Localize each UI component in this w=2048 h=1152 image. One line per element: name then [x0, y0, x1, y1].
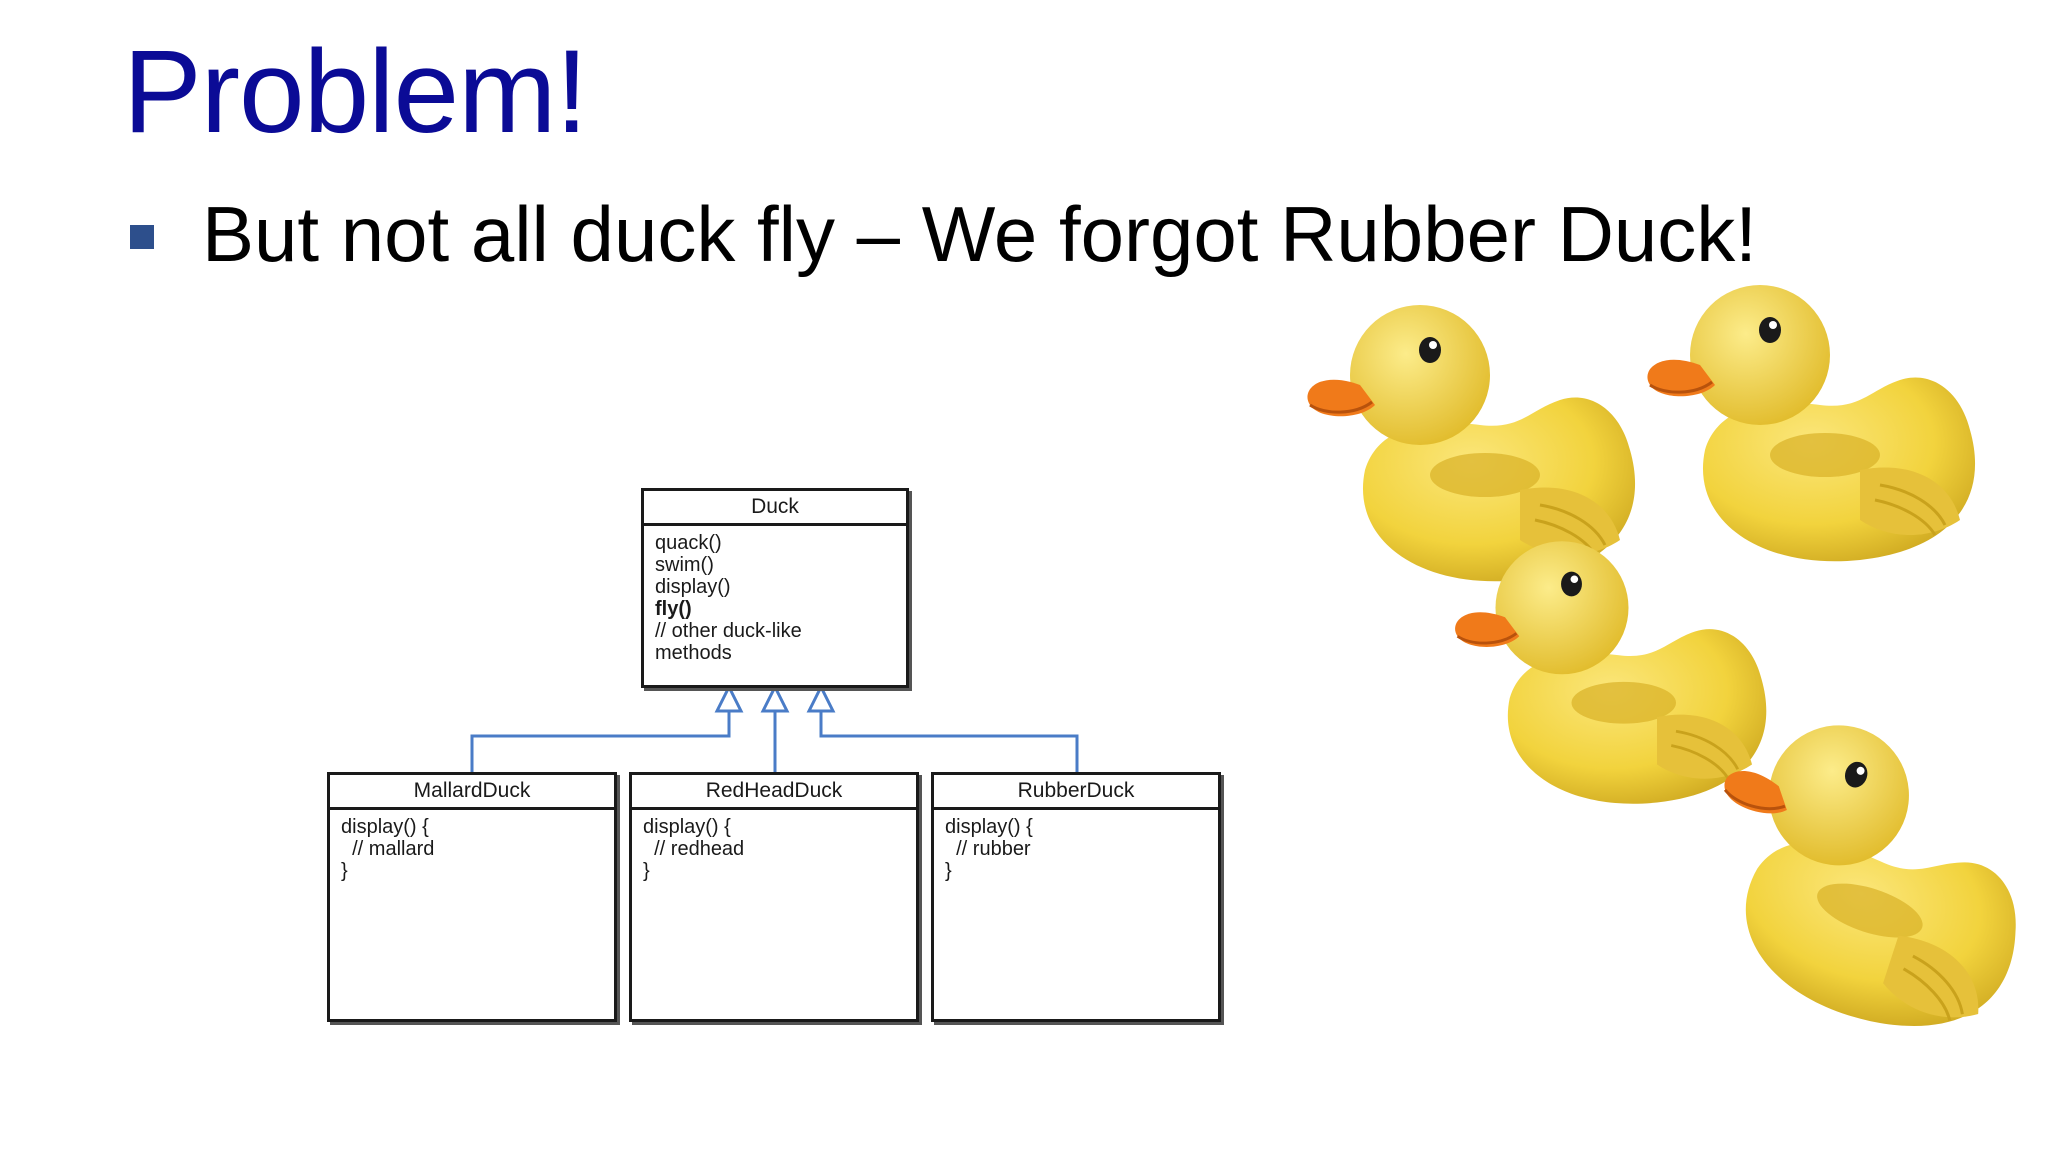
uml-method: display()	[655, 576, 731, 598]
uml-method: swim()	[655, 554, 714, 576]
arrowhead-rubber	[806, 683, 836, 713]
uml-method: }	[643, 860, 650, 882]
uml-class-name: RedHeadDuck	[632, 775, 916, 810]
uml-method: }	[341, 860, 348, 882]
uml-class-name: RubberDuck	[934, 775, 1218, 810]
arrowhead-redhead	[760, 683, 790, 713]
uml-method: // mallard	[341, 838, 435, 860]
arrowhead-mallard	[714, 683, 744, 713]
uml-method: display() {	[945, 816, 1033, 838]
connector-rubber	[819, 709, 1079, 772]
uml-method: methods	[655, 642, 732, 664]
uml-class-methods: quack()swim()display()fly()// other duck…	[644, 526, 906, 670]
bullet-marker-icon	[130, 224, 154, 249]
connector-mallard	[470, 709, 731, 772]
bullet-text: But not all duck fly – We forgot Rubber …	[202, 190, 1757, 278]
uml-class-name: Duck	[644, 491, 906, 526]
bullet-point: But not all duck fly – We forgot Rubber …	[130, 190, 1757, 278]
uml-class-methods: display() { // mallard}	[330, 810, 614, 888]
uml-method: // redhead	[643, 838, 745, 860]
uml-class-name: MallardDuck	[330, 775, 614, 810]
uml-class-duck: Duck quack()swim()display()fly()// other…	[641, 488, 909, 688]
uml-class-redheadduck: RedHeadDuck display() { // redhead}	[629, 772, 919, 1022]
rubber-duck-icon	[1645, 283, 1977, 563]
slide-title: Problem!	[123, 26, 588, 158]
rubber-duck-icon	[1305, 303, 1637, 583]
uml-class-methods: display() { // rubber}	[934, 810, 1218, 888]
uml-class-rubberduck: RubberDuck display() { // rubber}	[931, 772, 1221, 1022]
uml-method: display() {	[643, 816, 731, 838]
uml-method: // rubber	[945, 838, 1031, 860]
uml-method: // other duck-like	[655, 620, 802, 642]
uml-method: fly()	[655, 598, 692, 620]
uml-method: quack()	[655, 532, 722, 554]
rubber-duck-icon	[1453, 539, 1768, 806]
uml-method: display() {	[341, 816, 429, 838]
uml-class-mallardduck: MallardDuck display() { // mallard}	[327, 772, 617, 1022]
uml-class-methods: display() { // redhead}	[632, 810, 916, 888]
uml-method: }	[945, 860, 952, 882]
